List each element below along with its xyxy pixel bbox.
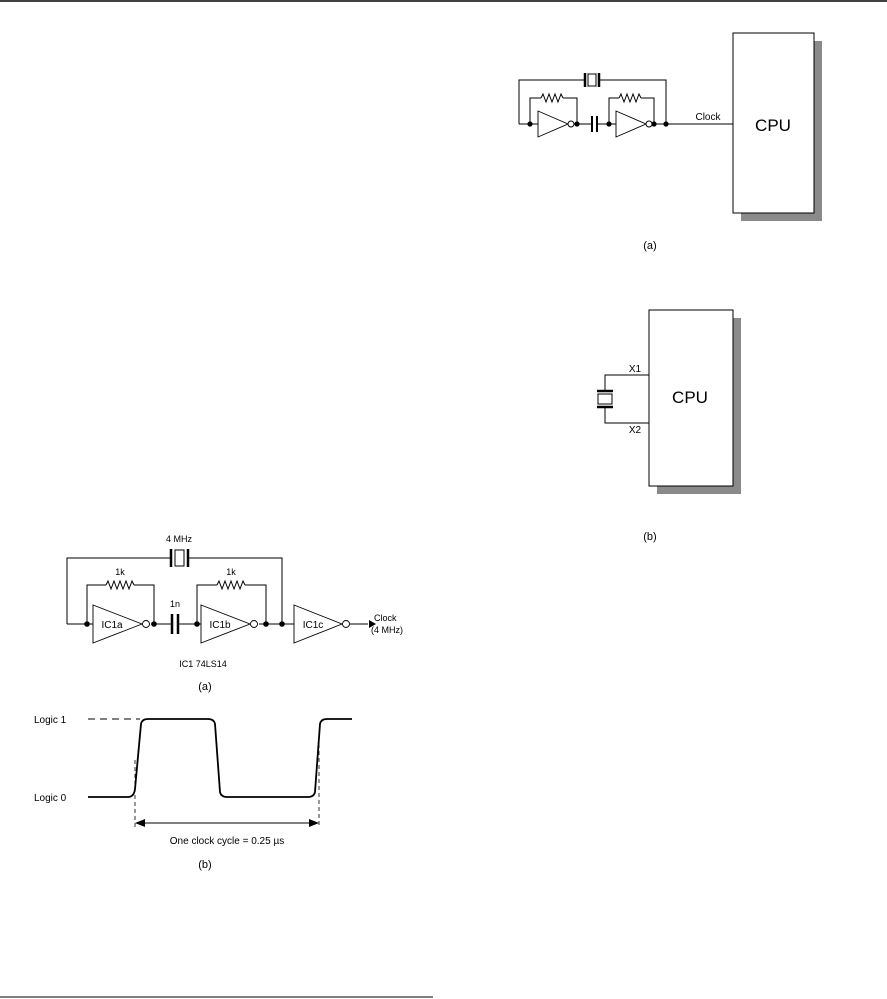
capacitor-symbol: [170, 614, 180, 634]
crystal-label: 4 MHz: [166, 534, 193, 544]
inverter-gate-ic1c: IC1c: [293, 604, 350, 644]
caption-b-left: (b): [198, 859, 211, 871]
cpu-label: CPU: [672, 388, 708, 407]
resistor-symbol: [618, 92, 642, 104]
crystal-symbol: [597, 389, 613, 409]
crystal-symbol: [169, 549, 190, 567]
capacitor-symbol: [591, 116, 598, 132]
diagram-right-b: CPU X1 X2 (b): [597, 309, 741, 543]
x2-label: X2: [629, 425, 642, 436]
logic0-label: Logic 0: [34, 793, 67, 804]
resistor-symbol: [216, 579, 246, 591]
resistor-symbol: [540, 92, 564, 104]
clock-waveform: [88, 718, 352, 798]
inverter-gate: [615, 110, 653, 138]
caption-a-right: (a): [643, 240, 656, 252]
resistor2-label: 1k: [226, 567, 236, 577]
x1-label: X1: [629, 364, 642, 375]
cpu-box: [648, 309, 734, 487]
output-label-line2: (4 MHz): [371, 625, 403, 635]
cpu-box: [732, 32, 815, 214]
diagram-left-circuit: 4 MHz 1k 1k 1n IC1a IC1b: [66, 534, 403, 693]
inverter-gate-ic1a: IC1a: [92, 604, 150, 644]
output-arrow: [369, 620, 376, 628]
cpu-label: CPU: [755, 116, 791, 135]
crystal-symbol: [583, 73, 601, 87]
caption-b-right: (b): [643, 531, 656, 543]
resistor1-label: 1k: [115, 567, 125, 577]
period-label: One clock cycle = 0.25 µs: [170, 836, 284, 847]
ic-label: IC1 74LS14: [179, 659, 227, 669]
output-label-line1: Clock: [374, 613, 397, 623]
clock-label: Clock: [695, 112, 721, 123]
capacitor-label: 1n: [170, 599, 180, 609]
caption-a-left: (a): [198, 681, 211, 693]
resistor-symbol: [105, 579, 135, 591]
logic1-label: Logic 1: [34, 715, 67, 726]
gate3-label: IC1c: [303, 620, 324, 631]
diagram-waveform: Logic 1 Logic 0 One clock cycle = 0.25 µ…: [34, 715, 352, 871]
inverter-gate: [537, 110, 575, 138]
gate1-label: IC1a: [101, 620, 123, 631]
inverter-gate-ic1b: IC1b: [200, 604, 258, 644]
diagram-right-a: CPU Clock (a): [518, 32, 822, 252]
gate2-label: IC1b: [209, 620, 231, 631]
